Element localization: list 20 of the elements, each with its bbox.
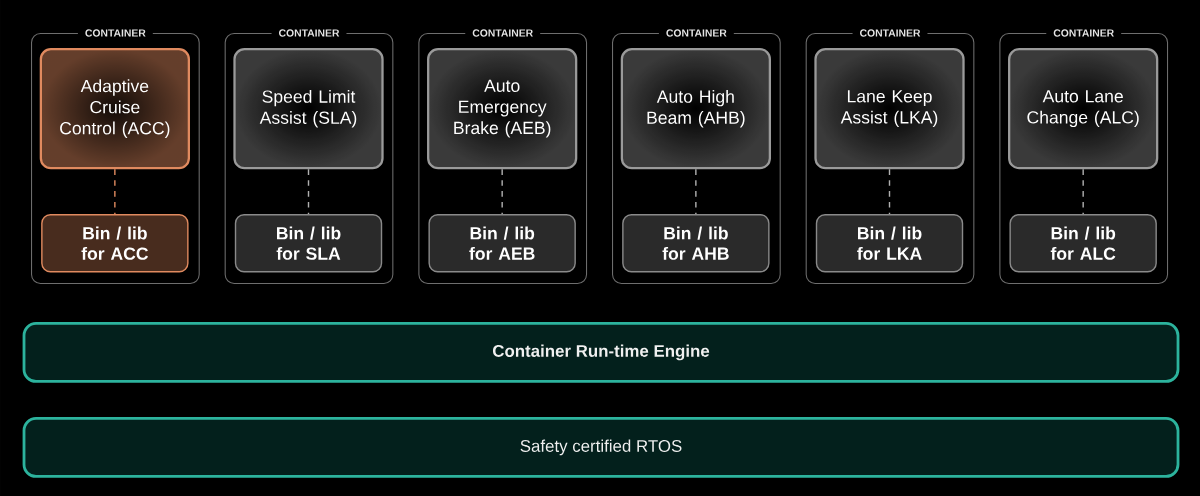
layer-band: Safety certified RTOS [22, 417, 1180, 478]
dashed-connector [114, 168, 116, 215]
library-box: Bin / lib for AHB [622, 214, 770, 273]
dashed-connector [307, 168, 310, 215]
function-box: Adaptive Cruise Control (ACC) [39, 48, 190, 170]
function-box: Auto High Beam (AHB) [620, 48, 771, 170]
function-box: Speed Limit Assist (SLA) [233, 48, 384, 170]
function-box: Auto Lane Change (ALC) [1008, 48, 1159, 170]
library-box: Bin / lib for ALC [1009, 214, 1157, 273]
library-box: Bin / lib for ACC [41, 214, 189, 273]
library-box: Bin / lib for AEB [428, 214, 576, 273]
library-box: Bin / lib for SLA [234, 214, 383, 273]
dashed-connector [1082, 168, 1084, 215]
function-box: Lane Keep Assist (LKA) [814, 48, 965, 170]
library-box: Bin / lib for LKA [815, 214, 964, 273]
layer-band: Container Run-time Engine [22, 322, 1180, 383]
function-box: Auto Emergency Brake (AEB) [427, 48, 578, 170]
dashed-connector [888, 168, 891, 215]
dashed-connector [501, 168, 503, 215]
dashed-connector [695, 168, 697, 215]
